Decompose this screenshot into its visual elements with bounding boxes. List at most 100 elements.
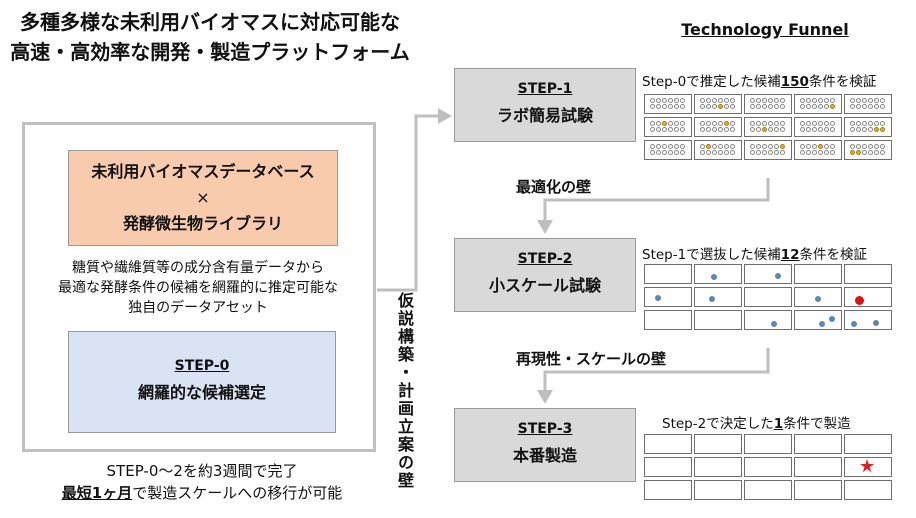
- well: [762, 121, 767, 126]
- well: [762, 144, 767, 149]
- step3-caption-pre: Step-2で決定した: [662, 416, 774, 432]
- well: [756, 144, 761, 149]
- summary-highlight: 最短1ヶ月: [61, 484, 133, 502]
- well: [806, 121, 811, 126]
- well: [850, 150, 855, 155]
- well: [650, 144, 655, 149]
- plate-wells: [700, 121, 735, 132]
- well: [862, 144, 867, 149]
- summary-line1: STEP-0～2を約3週間で完了: [106, 462, 298, 480]
- well-plate-icon: [844, 140, 892, 160]
- well: [824, 121, 829, 126]
- well: [712, 121, 717, 126]
- well: [706, 98, 711, 103]
- well-plate-icon: [744, 117, 792, 137]
- well: [656, 127, 661, 132]
- well: [774, 104, 779, 109]
- candidate-dot-icon: [711, 274, 717, 280]
- candidate-dot-icon: [815, 296, 821, 302]
- well: [674, 127, 679, 132]
- well: [650, 127, 655, 132]
- step1-caption: Step-0で推定した候補150条件を検証: [642, 70, 876, 90]
- grid-cell: [794, 457, 842, 477]
- well: [874, 121, 879, 126]
- well: [750, 127, 755, 132]
- well: [750, 150, 755, 155]
- grid-cell: [794, 264, 842, 284]
- well: [700, 127, 705, 132]
- well-plate-icon: [844, 94, 892, 114]
- well: [768, 127, 773, 132]
- well: [868, 104, 873, 109]
- well: [718, 144, 723, 149]
- well: [806, 98, 811, 103]
- well: [706, 104, 711, 109]
- grid-cell: [744, 434, 792, 454]
- step2-caption-count: 12: [780, 247, 800, 263]
- well: [768, 104, 773, 109]
- well: [762, 127, 767, 132]
- well: [662, 150, 667, 155]
- plate-wells: [800, 144, 835, 155]
- well: [812, 144, 817, 149]
- well-plate-icon: [794, 140, 842, 160]
- plate-wells: [850, 98, 885, 109]
- grid-cell: [694, 434, 742, 454]
- well: [674, 121, 679, 126]
- well: [680, 127, 685, 132]
- well-plate-icon: [844, 117, 892, 137]
- step2-caption: Step-1で選抜した候補12条件を検証: [642, 243, 867, 263]
- grid-cell: [644, 264, 692, 284]
- well: [868, 98, 873, 103]
- well: [850, 98, 855, 103]
- well: [874, 127, 879, 132]
- step0-name: 網羅的な候補選定: [137, 383, 266, 402]
- well: [830, 98, 835, 103]
- well: [700, 144, 705, 149]
- connector-label: 仮説構築・計画立案の壁: [395, 292, 414, 490]
- plate-wells: [750, 121, 785, 132]
- well-plate-icon: [694, 140, 742, 160]
- well: [750, 144, 755, 149]
- step3-name: 本番製造: [512, 446, 577, 465]
- well: [862, 121, 867, 126]
- dataset-line3: 独自のデータアセット: [128, 300, 268, 316]
- well: [662, 127, 667, 132]
- well: [668, 150, 673, 155]
- well: [674, 104, 679, 109]
- well: [862, 150, 867, 155]
- well: [724, 121, 729, 126]
- well: [718, 98, 723, 103]
- well: [756, 150, 761, 155]
- grid-cell: [844, 264, 892, 284]
- well: [680, 150, 685, 155]
- well: [730, 121, 735, 126]
- candidate-dot-icon: [775, 273, 781, 279]
- grid-cell: [694, 310, 742, 330]
- well: [750, 104, 755, 109]
- well: [706, 150, 711, 155]
- well: [880, 127, 885, 132]
- well: [650, 121, 655, 126]
- well: [868, 127, 873, 132]
- step3-caption-post: 条件で製造: [783, 416, 851, 432]
- step2-caption-pre: Step-1で選抜した候補: [642, 247, 781, 263]
- selected-dot-icon: [855, 296, 864, 305]
- candidate-dot-icon: [709, 296, 715, 302]
- well: [668, 98, 673, 103]
- well: [780, 98, 785, 103]
- well: [824, 144, 829, 149]
- well: [650, 150, 655, 155]
- well: [668, 121, 673, 126]
- well-plate-icon: [644, 117, 692, 137]
- grid-cell: [694, 287, 742, 307]
- well: [774, 121, 779, 126]
- grid-cell: [644, 434, 692, 454]
- well: [656, 98, 661, 103]
- grid-cell: [644, 310, 692, 330]
- well: [650, 98, 655, 103]
- step1-box: STEP-1 ラボ簡易試験: [454, 68, 636, 142]
- plate-wells: [850, 144, 885, 155]
- grid-cell: [794, 310, 842, 330]
- summary: STEP-0～2を約3週間で完了 最短1ヶ月で製造スケールへの移行が可能: [22, 460, 382, 504]
